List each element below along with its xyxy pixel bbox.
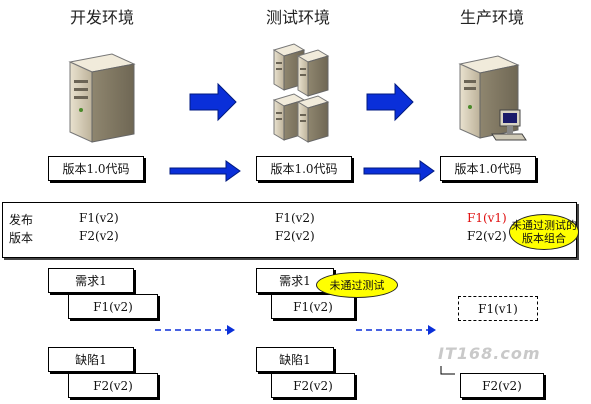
prod-requirement-feature-dashed-box: F1(v1) — [458, 296, 538, 321]
workstation-icon — [491, 109, 527, 141]
dev-version-box: 版本1.0代码 — [48, 156, 144, 181]
dev-requirement-box: 需求1 — [48, 268, 134, 293]
prod-release-f2: F2(v2) — [467, 229, 507, 243]
test-bug-box: 缺陷1 — [256, 347, 334, 372]
test-requirement-feature-box: F1(v2) — [271, 294, 355, 319]
dashed-arrow-test-to-prod — [356, 325, 436, 335]
release-band — [2, 202, 577, 258]
dev-env-title: 开发环境 — [70, 8, 135, 27]
row-label-version: 版本 — [9, 231, 34, 245]
test-untested-bubble: 未通过测试 — [316, 272, 398, 298]
test-release-f2: F2(v2) — [275, 229, 315, 243]
dev-bug-feature-box: F2(v2) — [68, 373, 158, 398]
it168-watermark-logo: IT168.com — [438, 344, 541, 363]
test-server-cluster-icon — [272, 43, 330, 143]
arrow-dev-to-test-top — [189, 82, 237, 122]
prod-bug-bracket — [440, 366, 455, 375]
prod-env-title: 生产环境 — [460, 8, 525, 27]
prod-bug-feature-box: F2(v2) — [460, 373, 544, 398]
test-env-title: 测试环境 — [266, 8, 331, 27]
test-version-box: 版本1.0代码 — [256, 156, 352, 181]
arrow-test-to-prod-version — [363, 160, 435, 182]
dev-release-f2: F2(v2) — [79, 229, 119, 243]
prod-server-icon — [458, 55, 527, 141]
row-label-release: 发布 — [9, 213, 34, 227]
arrow-test-to-prod-top — [366, 82, 414, 122]
arrow-dev-to-test-version — [169, 160, 241, 182]
dev-bug-box: 缺陷1 — [48, 347, 134, 372]
dev-requirement-feature-box: F1(v2) — [68, 294, 158, 319]
prod-release-f1: F1(v1) — [467, 211, 507, 225]
dashed-arrow-dev-to-test — [155, 325, 235, 335]
dev-release-f1: F1(v2) — [79, 211, 119, 225]
prod-untested-combo-bubble: 未通过测试的版本组合 — [509, 214, 579, 250]
test-release-f1: F1(v2) — [275, 211, 315, 225]
test-bug-feature-box: F2(v2) — [271, 373, 355, 398]
prod-version-box: 版本1.0代码 — [440, 156, 536, 181]
dev-server-icon — [68, 53, 136, 143]
